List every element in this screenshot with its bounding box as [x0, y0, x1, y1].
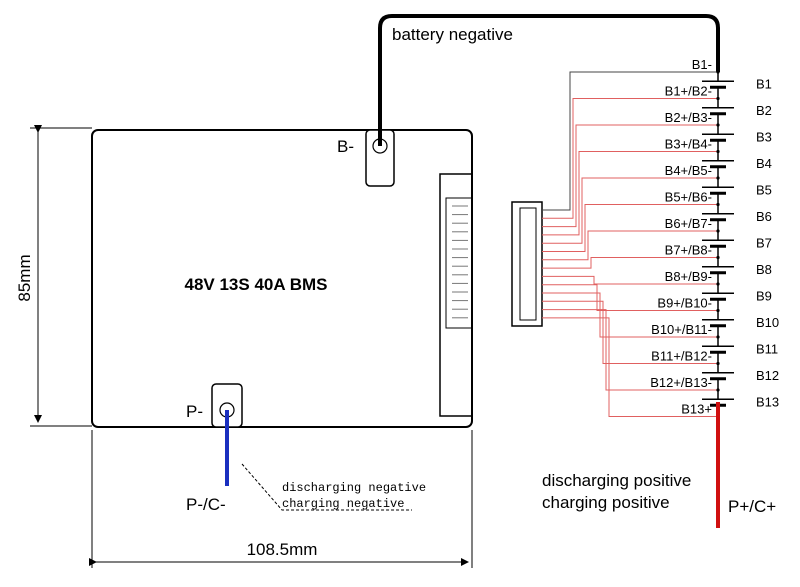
board-title: 48V 13S 40A BMS [185, 275, 328, 294]
discharging-negative-label: discharging negative [282, 481, 426, 495]
discharging-negative-leader [241, 463, 412, 511]
sense-wire [542, 204, 718, 252]
battery-cell [702, 257, 734, 284]
tap-label: B12+/B13- [650, 375, 712, 390]
battery-cell [702, 363, 734, 390]
cell-label: B4 [756, 156, 772, 171]
sense-wire [542, 309, 718, 391]
cell-label: B2 [756, 103, 772, 118]
cell-label: B6 [756, 209, 772, 224]
height-dimension [30, 125, 92, 427]
cell-label: B3 [756, 129, 772, 144]
battery-cell [702, 337, 734, 364]
battery-cell [702, 151, 734, 178]
battery-cell [702, 231, 734, 258]
tap-label: B3+/B4- [665, 137, 712, 152]
sense-wire [542, 124, 718, 228]
connector-pins [452, 205, 468, 319]
tap-label: B9+/B10- [657, 296, 712, 311]
tap-label: B2+/B3- [665, 110, 712, 125]
tap-label: B1+/B2- [665, 84, 712, 99]
battery-negative-wire [378, 14, 720, 146]
battery-cell [702, 204, 734, 231]
cell-label: B5 [756, 182, 772, 197]
cell-label: B10 [756, 315, 779, 330]
battery-cell [702, 284, 734, 311]
harness-plug [511, 201, 543, 327]
sense-wire [542, 71, 718, 211]
tap-label: B8+/B9- [665, 269, 712, 284]
sense-wire [542, 151, 718, 236]
sense-wire [542, 300, 718, 364]
charging-positive-label: charging positive [542, 493, 670, 512]
tap-label: B4+/B5- [665, 163, 712, 178]
battery-cell [702, 178, 734, 205]
pc-plus-label: P+/C+ [728, 497, 776, 516]
tap-label: B11+/B12- [651, 349, 712, 364]
sense-wire [542, 257, 718, 269]
battery-stack [702, 72, 734, 417]
battery-cell [702, 72, 734, 99]
cell-label: B1 [756, 76, 772, 91]
b-minus-label: B- [337, 137, 354, 156]
sense-wire [542, 98, 718, 219]
sense-wire [542, 230, 718, 261]
tap-label: B5+/B6- [665, 190, 712, 205]
width-dimension [89, 430, 473, 568]
p-minus-label: P- [186, 402, 203, 421]
cell-label: B9 [756, 288, 772, 303]
cell-label: B13 [756, 394, 779, 409]
sense-wire [542, 317, 718, 417]
battery-cell [702, 310, 734, 337]
tap-label: B1- [692, 57, 712, 72]
battery-negative-label: battery negative [392, 25, 513, 44]
tap-label: B13+ [681, 402, 712, 417]
sense-wire [542, 284, 718, 311]
width-label: 108.5mm [247, 540, 318, 559]
discharging-positive-label: discharging positive [542, 471, 691, 490]
tap-labels: B1- B1+/B2- B2+/B3- B3+/B4- B4+/B5- B5+/B6- B6… [650, 57, 712, 417]
tap-label: B6+/B7- [665, 216, 712, 231]
sense-wire [542, 275, 718, 285]
sense-wire [542, 292, 718, 338]
height-label: 85mm [15, 254, 34, 301]
cell-label: B11 [756, 341, 778, 356]
battery-cell [702, 98, 734, 125]
tap-label: B10+/B11- [651, 322, 712, 337]
battery-cell [702, 125, 734, 152]
tap-label: B7+/B8- [665, 243, 712, 258]
cell-label: B7 [756, 235, 772, 250]
sense-wires [542, 70, 720, 419]
cell-label: B8 [756, 262, 772, 277]
board-connector [439, 173, 473, 417]
cell-label: B12 [756, 368, 779, 383]
sense-wire [542, 177, 718, 244]
pc-minus-label: P-/C- [186, 495, 226, 514]
charging-negative-label: charging negative [282, 497, 404, 511]
